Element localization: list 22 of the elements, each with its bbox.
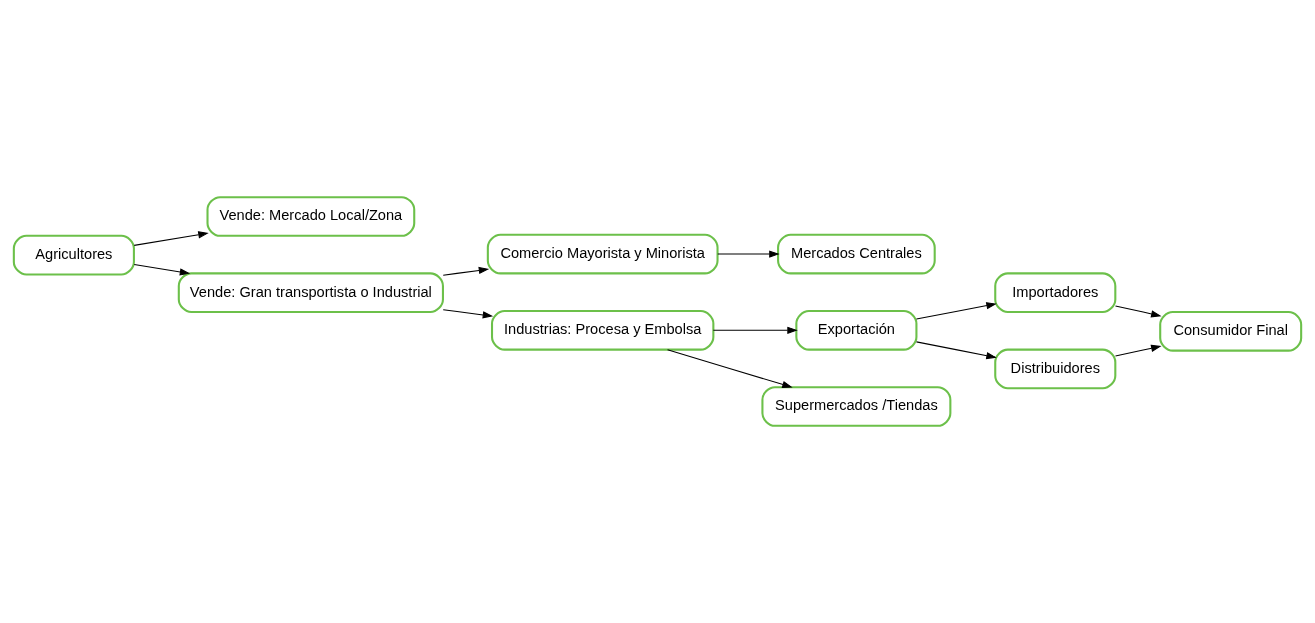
node-box: Exportación bbox=[795, 309, 918, 351]
arrow bbox=[667, 349, 793, 388]
arrow bbox=[1114, 305, 1162, 318]
arrow bbox=[712, 326, 798, 334]
arrow bbox=[133, 264, 191, 276]
arrow bbox=[915, 302, 997, 320]
arrow bbox=[442, 309, 494, 319]
node-box: Comercio Mayorista y Minorista bbox=[486, 233, 719, 275]
node-box: Vende: Gran transportista o Industrial bbox=[177, 272, 444, 314]
arrow bbox=[1114, 344, 1162, 357]
node-box: Importadores bbox=[994, 272, 1117, 314]
node-box: Mercados Centrales bbox=[777, 233, 936, 275]
node-box: Distribuidores bbox=[994, 348, 1117, 390]
node-box: Consumidor Final bbox=[1159, 310, 1303, 352]
arrow bbox=[442, 266, 490, 276]
node-box: Industrias: Procesa y Embolsa bbox=[490, 309, 715, 351]
node-box: Supermercados /Tiendas bbox=[761, 386, 952, 427]
node-box: Vende: Mercado Local/Zona bbox=[206, 196, 416, 237]
arrow bbox=[915, 341, 997, 360]
node-box: Agricultores bbox=[12, 234, 135, 276]
arrow bbox=[133, 231, 209, 246]
arrow bbox=[717, 250, 780, 258]
